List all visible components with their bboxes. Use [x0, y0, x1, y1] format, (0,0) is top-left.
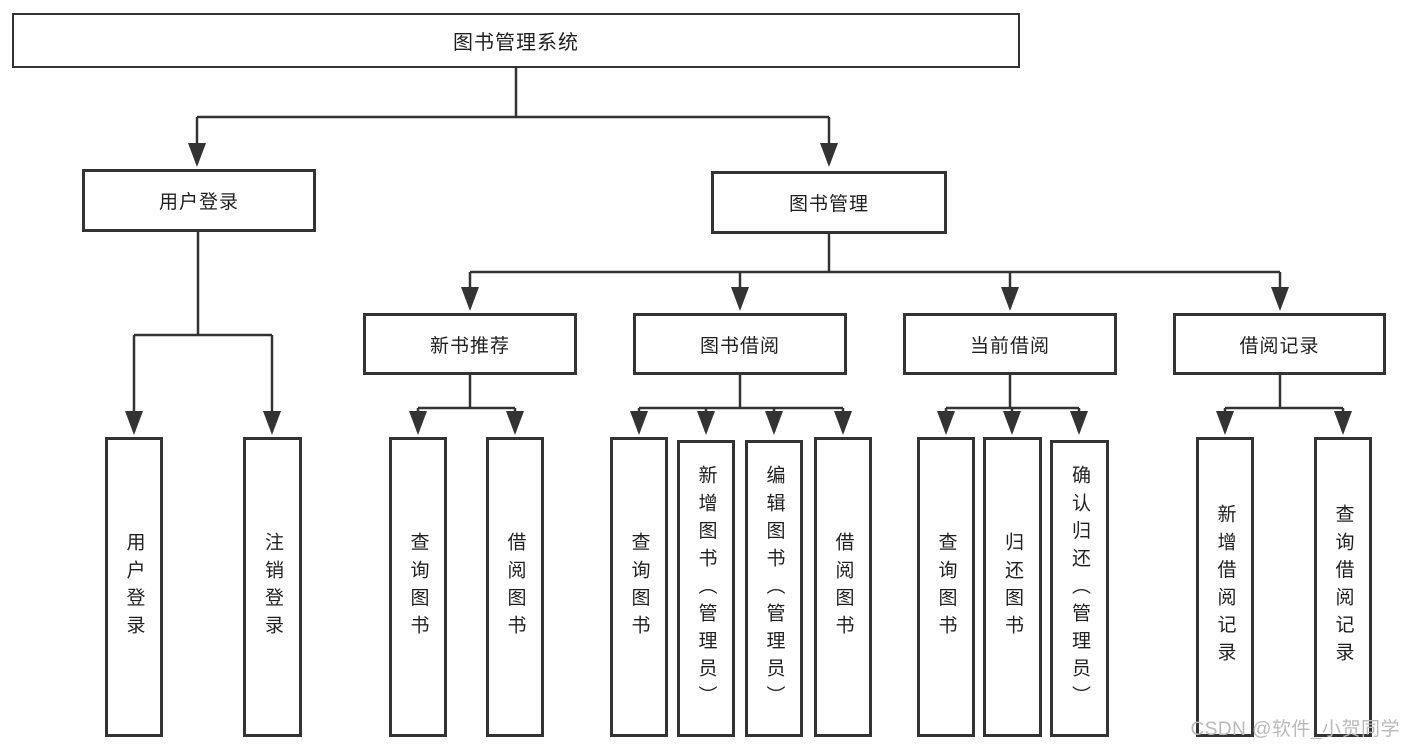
leaf-label: 查询图书: [628, 531, 650, 643]
node-label: 图书借阅: [699, 335, 780, 357]
node-borrow-records: 借阅记录: [1173, 313, 1386, 375]
csdn-watermark: CSDN @软件_小贺同学: [1190, 719, 1400, 740]
node-book-management: 图书管理: [711, 171, 947, 234]
node-user-login: 用户登录: [82, 169, 316, 232]
leaf-label: 确认归还（管理员）: [1069, 464, 1090, 713]
leaf-add-books-admin: 新增图书（管理员）: [677, 440, 735, 737]
node-label: 当前借阅: [969, 335, 1050, 357]
leaf-query-books-borrow: 查询图书: [610, 437, 668, 737]
leaf-label: 查询借阅记录: [1332, 504, 1354, 670]
node-label: 图书管理系统: [453, 32, 579, 54]
leaf-query-books-recommend: 查询图书: [389, 437, 447, 737]
leaf-label: 借阅图书: [504, 531, 526, 643]
leaf-return-books: 归还图书: [983, 437, 1042, 737]
node-book-borrow: 图书借阅: [633, 313, 847, 375]
node-library-management-system: 图书管理系统: [12, 13, 1020, 68]
leaf-query-books-current: 查询图书: [917, 437, 975, 737]
leaf-borrow-books-recommend: 借阅图书: [486, 437, 544, 737]
leaf-label: 注销登录: [262, 531, 283, 643]
leaf-label: 借阅图书: [832, 531, 854, 643]
leaf-label: 查询图书: [935, 531, 957, 643]
leaf-add-borrow-record: 新增借阅记录: [1196, 437, 1254, 737]
node-label: 图书管理: [788, 194, 869, 215]
leaf-label: 用户登录: [123, 531, 145, 643]
leaf-confirm-return-admin: 确认归还（管理员）: [1050, 440, 1109, 737]
leaf-borrow-books: 借阅图书: [814, 437, 872, 737]
leaf-label: 归还图书: [1002, 531, 1023, 643]
leaf-label: 编辑图书（管理员）: [763, 464, 785, 713]
node-label: 借阅记录: [1239, 335, 1320, 357]
node-label: 用户登录: [158, 192, 239, 213]
node-label: 新书推荐: [429, 335, 510, 357]
leaf-query-borrow-record: 查询借阅记录: [1314, 437, 1372, 737]
leaf-label: 新增借阅记录: [1214, 504, 1236, 670]
leaf-user-login: 用户登录: [105, 437, 163, 737]
leaf-edit-books-admin: 编辑图书（管理员）: [745, 440, 803, 737]
node-current-borrow: 当前借阅: [903, 313, 1117, 375]
node-new-book-recommend: 新书推荐: [363, 313, 577, 375]
leaf-label: 查询图书: [407, 531, 429, 643]
leaf-logout-login: 注销登录: [243, 437, 302, 737]
leaf-label: 新增图书（管理员）: [695, 464, 717, 713]
